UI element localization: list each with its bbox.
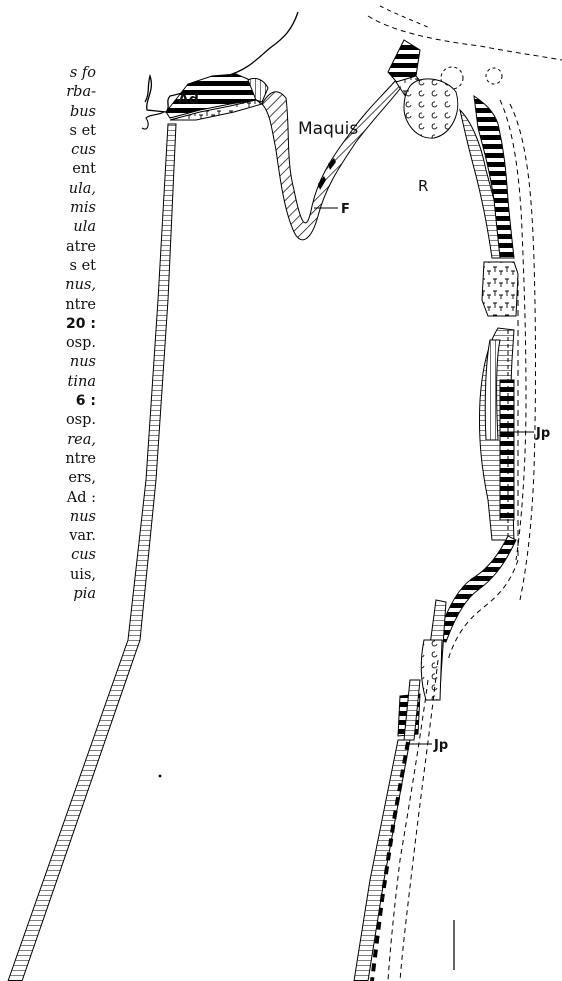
coast-strip-left [8, 124, 176, 981]
r-curl-patch [404, 79, 458, 138]
stray-dot [159, 775, 162, 778]
label-maquis: Maquis [298, 119, 358, 139]
label-ad: Ad [178, 92, 199, 108]
f-ridge-hatch [262, 80, 402, 240]
label-f: F [341, 202, 350, 217]
ad-coast-curl [142, 112, 164, 129]
descending-stripe-band [438, 536, 516, 642]
central-band-stripes [500, 380, 514, 520]
label-jp-lower: Jp [433, 738, 448, 753]
top-dashed-contour-2 [380, 6, 430, 28]
lower-curls-patch [421, 640, 442, 700]
label-r: R [418, 177, 428, 195]
right-tick-block [482, 262, 518, 316]
label-jp-upper: Jp [535, 426, 550, 441]
dashed-ring-2 [486, 68, 502, 84]
